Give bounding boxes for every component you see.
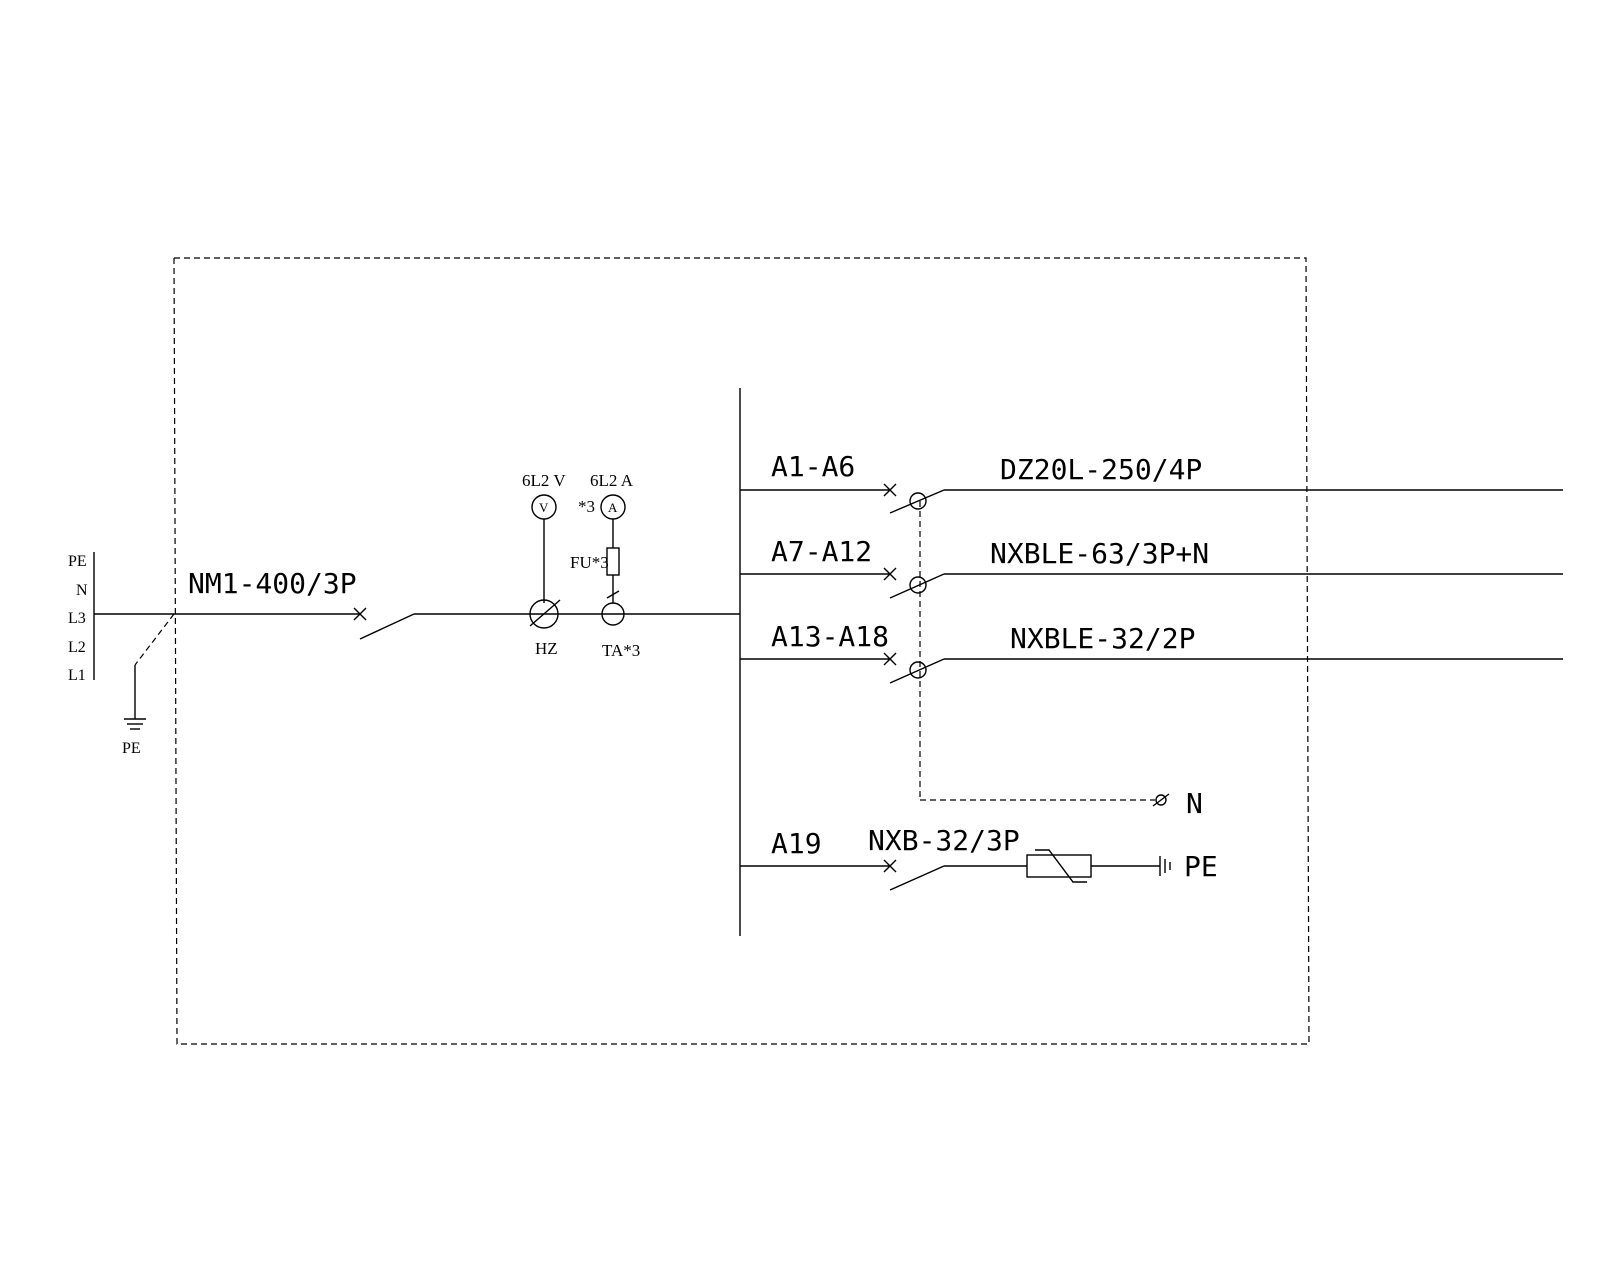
ammeter-symbol: A [608, 500, 618, 515]
feeder-2-breaker-icon [883, 567, 945, 599]
feeder-3-device: NXBLE-32/2P [1010, 622, 1195, 655]
feeder-2-circuits: A7-A12 [771, 535, 872, 568]
surge-arrester-icon [1026, 849, 1092, 883]
main-breaker-label: NM1-400/3P [188, 567, 357, 600]
phase-label-n: N [76, 582, 88, 599]
cabinet-enclosure [173, 257, 1310, 1045]
phase-label-l2: L2 [68, 639, 86, 656]
phase-label-l3: L3 [68, 610, 86, 627]
feeder-1: A1-A6 DZ20L-250/4P [740, 450, 1563, 514]
voltmeter-symbol: V [539, 500, 549, 515]
feeder-1-circuits: A1-A6 [771, 450, 855, 483]
feeder-3: A13-A18 NXBLE-32/2P [740, 620, 1563, 684]
neutral-label: N [1186, 787, 1203, 820]
spd-ground-label: PE [1184, 850, 1218, 883]
fuse-label: FU*3 [570, 553, 609, 572]
ammeter-count: *3 [578, 497, 595, 516]
feeder-3-breaker-icon [883, 652, 945, 684]
neutral-link: N [919, 501, 1203, 820]
main-breaker-icon [353, 607, 415, 640]
spd-circuit-label: A19 [771, 827, 822, 860]
pe-tap-diagonal [134, 613, 175, 666]
rotary-switch-arrow [529, 599, 561, 627]
ct-tick [606, 590, 620, 599]
voltmeter-label: 6L2 V [522, 471, 566, 490]
ammeter-label: 6L2 A [590, 471, 634, 490]
spd-branch: A19 NXB-32/3P PE [740, 824, 1218, 891]
feeder-3-circuits: A13-A18 [771, 620, 889, 653]
feeder-2: A7-A12 NXBLE-63/3P+N [740, 535, 1563, 599]
spd-breaker-icon [883, 859, 945, 891]
ground-icon [124, 718, 146, 730]
incoming-supply: PE N L3 L2 L1 PE [68, 552, 175, 757]
ground-label: PE [122, 740, 141, 757]
neutral-terminal-icon [1155, 794, 1167, 806]
switch-label: HZ [535, 639, 558, 658]
metering-section: 6L2 V V 6L2 A *3 A FU*3 HZ TA*3 [522, 471, 640, 660]
phase-label-pe: PE [68, 553, 87, 570]
current-transformer-icon [601, 602, 625, 626]
phase-label-l1: L1 [68, 667, 86, 684]
feeder-1-breaker-icon [883, 483, 945, 514]
ct-label: TA*3 [602, 641, 640, 660]
fuse-icon [606, 547, 620, 576]
spd-device-label: NXB-32/3P [868, 824, 1020, 857]
rotary-switch-icon [529, 599, 559, 629]
spd-ground-icon [1159, 856, 1171, 876]
feeder-1-device: DZ20L-250/4P [1000, 453, 1202, 486]
feeder-2-device: NXBLE-63/3P+N [990, 537, 1209, 570]
